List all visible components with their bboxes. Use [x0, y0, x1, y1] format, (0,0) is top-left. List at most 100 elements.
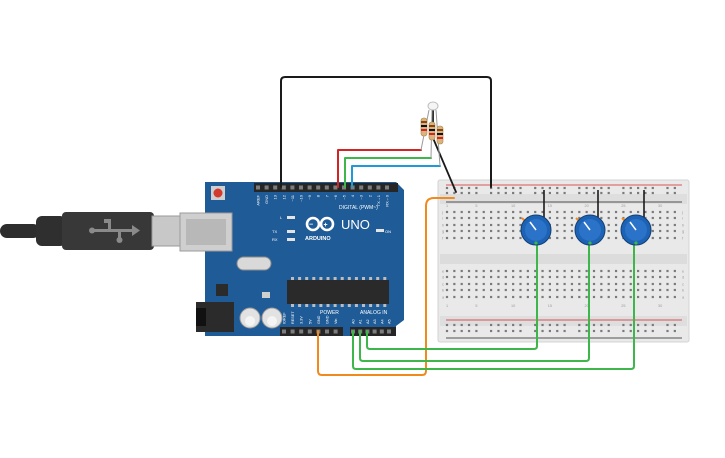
- row-letter: h: [682, 223, 684, 228]
- row-letter: b: [682, 288, 685, 293]
- power-pin[interactable]: [282, 329, 286, 334]
- analog-pin-label: A2: [366, 319, 370, 324]
- power-pin-label: 5V: [308, 319, 312, 324]
- digital-pin-label: ~9: [307, 194, 312, 199]
- power-pin[interactable]: [290, 329, 295, 334]
- analog-pin[interactable]: [372, 329, 377, 334]
- analog-pin[interactable]: [379, 329, 384, 334]
- potentiometer-2[interactable]: [574, 190, 606, 246]
- row-letter: i: [442, 216, 443, 221]
- digital-pin-holes: [256, 185, 389, 190]
- digital-pin[interactable]: [376, 185, 381, 190]
- svg-text:RX: RX: [272, 237, 278, 242]
- led-tx: [287, 230, 295, 233]
- row-letter: g: [442, 229, 444, 234]
- wire-black-gnd-led[interactable]: [280, 76, 492, 188]
- digital-pin[interactable]: [273, 185, 278, 190]
- wire-green-a0[interactable]: [352, 241, 635, 370]
- row-letter: b: [442, 288, 445, 293]
- digital-label: DIGITAL (PWM~): [339, 205, 378, 211]
- wire-red[interactable]: [337, 149, 422, 188]
- digital-pin[interactable]: [342, 185, 346, 190]
- digital-pin[interactable]: [333, 185, 338, 190]
- row-letter: d: [682, 275, 684, 280]
- power-pin[interactable]: [307, 329, 312, 334]
- power-pin[interactable]: [333, 329, 338, 334]
- digital-pin[interactable]: [299, 185, 303, 190]
- model-label: UNO: [341, 217, 370, 232]
- resistor[interactable]: [436, 125, 444, 145]
- row-letter: c: [442, 282, 444, 287]
- row-letter: a: [682, 295, 685, 300]
- digital-pin[interactable]: [281, 185, 286, 190]
- svg-text:ON: ON: [385, 229, 391, 234]
- digital-pin-label: ~5: [342, 194, 347, 199]
- analog-pin-label: A5: [388, 319, 392, 324]
- row-letter: d: [442, 275, 444, 280]
- usb-cable[interactable]: [0, 212, 183, 250]
- wire-green-a2[interactable]: [366, 241, 538, 350]
- digital-pin[interactable]: [290, 185, 295, 190]
- svg-text:−: −: [309, 222, 313, 229]
- row-letter: a: [442, 295, 445, 300]
- digital-pin[interactable]: [316, 185, 321, 190]
- digital-pin-label: ~3: [359, 194, 364, 199]
- column-number: 20: [585, 204, 589, 208]
- svg-text:L: L: [280, 215, 283, 220]
- digital-pin[interactable]: [264, 185, 269, 190]
- row-letter: g: [682, 229, 684, 234]
- row-letter: e: [442, 269, 445, 274]
- analog-pin[interactable]: [387, 329, 391, 334]
- resistor[interactable]: [428, 121, 436, 141]
- brand-label: ARDUINO: [305, 236, 331, 242]
- wire-green[interactable]: [344, 157, 432, 188]
- column-number: 25: [621, 304, 625, 308]
- wire-orange-5v[interactable]: [317, 197, 455, 376]
- led-l: [287, 216, 295, 219]
- rgb-led[interactable]: [420, 101, 444, 167]
- arduino-logo-icon: [305, 216, 335, 232]
- wire-blue[interactable]: [351, 165, 441, 188]
- column-number: 5: [475, 304, 477, 308]
- chip-legs: [291, 277, 387, 307]
- potentiometer-3[interactable]: [620, 190, 652, 246]
- crystal-oscillator: [236, 256, 272, 271]
- analog-pin-label: A4: [380, 319, 384, 324]
- digital-pin[interactable]: [359, 185, 364, 190]
- led-on: [376, 229, 384, 232]
- power-pin-label: GND: [317, 315, 321, 324]
- digital-pin-label: 7: [324, 194, 329, 197]
- digital-pin[interactable]: [324, 185, 329, 190]
- analog-pin-label: A1: [359, 319, 363, 324]
- column-number: 15: [548, 204, 552, 208]
- row-letter: f: [442, 236, 444, 241]
- resistor[interactable]: [420, 117, 428, 137]
- digital-pin[interactable]: [385, 185, 389, 190]
- digital-pin-label: ~10: [299, 194, 304, 202]
- power-pin[interactable]: [299, 329, 304, 334]
- potentiometer-1[interactable]: [520, 190, 552, 246]
- row-letter: j: [441, 210, 443, 215]
- digital-pin[interactable]: [367, 185, 372, 190]
- digital-pin[interactable]: [307, 185, 312, 190]
- digital-pin[interactable]: [256, 185, 260, 190]
- atmega-chip: [287, 280, 389, 304]
- digital-pin-label: ~11: [290, 194, 295, 201]
- wire-green-a1[interactable]: [359, 242, 590, 362]
- digital-pin-label: 4: [350, 194, 355, 197]
- digital-pin-label: TX→1: [376, 194, 381, 206]
- analog-pin-label: A3: [373, 319, 377, 324]
- column-number: 1: [446, 304, 448, 308]
- row-letter: i: [682, 216, 683, 221]
- analog-label: ANALOG IN: [360, 310, 388, 316]
- power-pin[interactable]: [325, 329, 329, 334]
- row-letter: j: [681, 210, 683, 215]
- digital-pin-label: RX←0: [385, 194, 390, 207]
